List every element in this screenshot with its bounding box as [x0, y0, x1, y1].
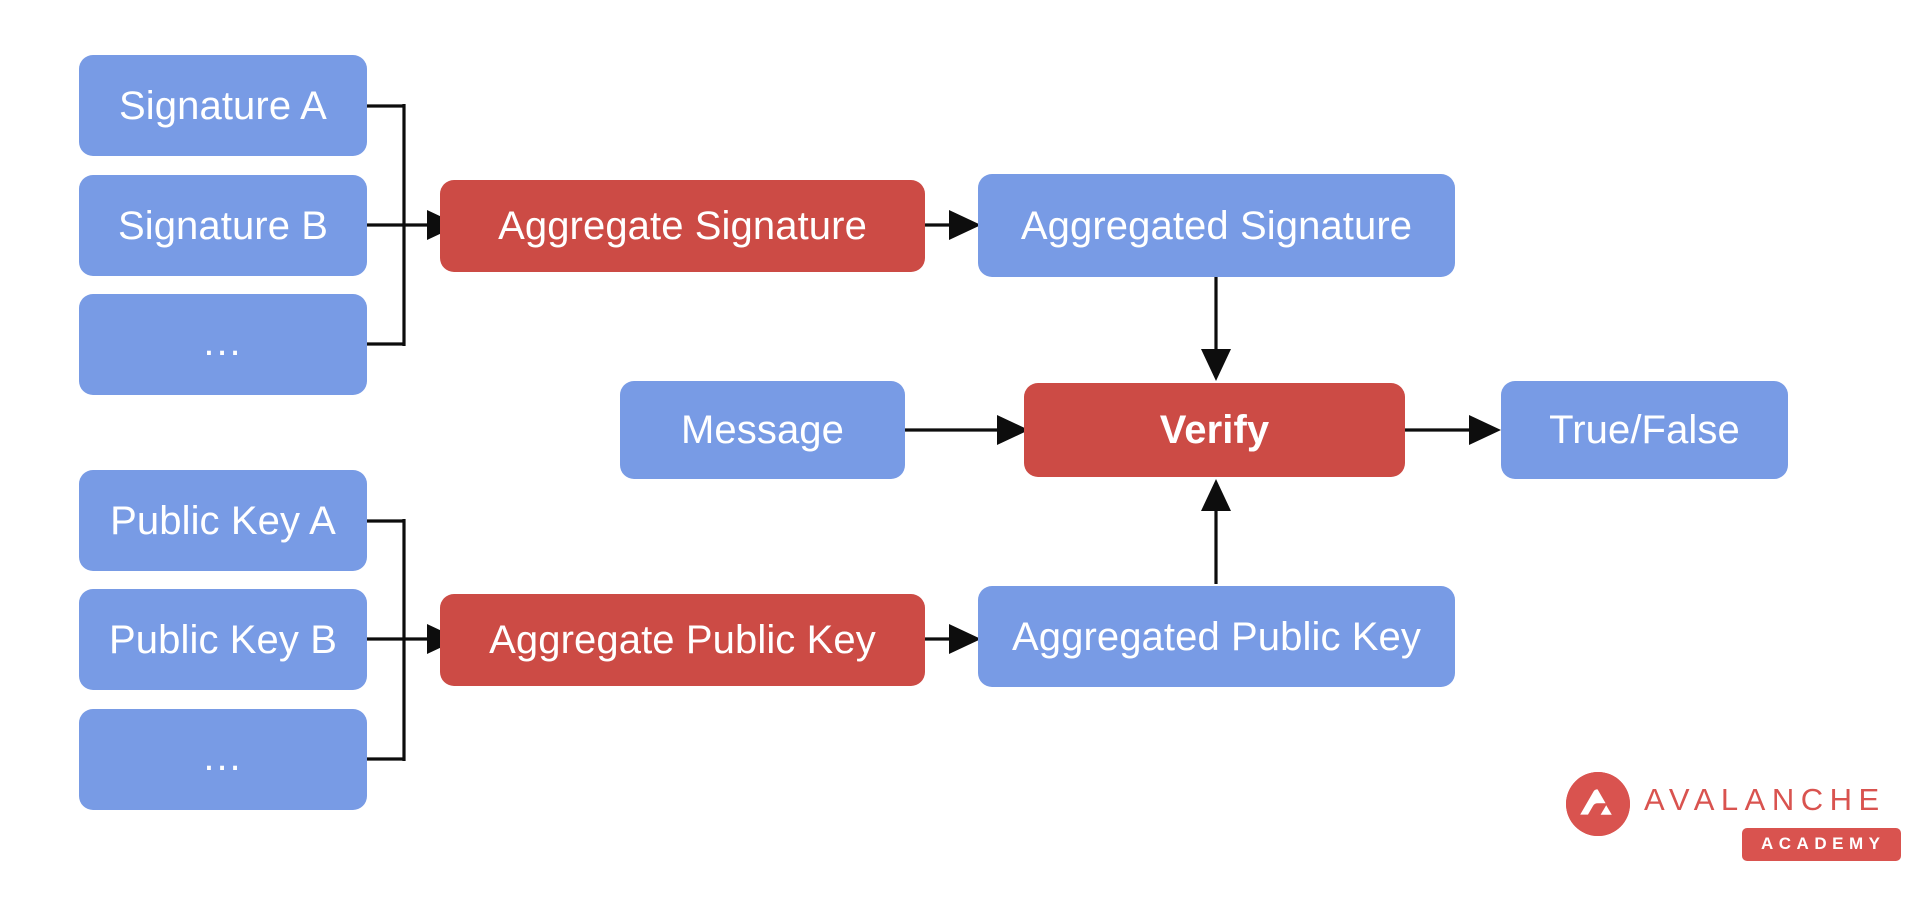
node-result[interactable]: True/False	[1501, 381, 1788, 479]
academy-label: ACADEMY	[1761, 834, 1886, 853]
arrowhead-result	[1469, 415, 1501, 445]
node-public-key-more[interactable]: ...	[79, 709, 367, 810]
arrowhead-aggregated-public-key	[949, 624, 981, 654]
aggregated-publickey-to-verify	[1201, 479, 1231, 584]
aggregated-signature-to-verify	[1201, 276, 1231, 381]
node-signature-a[interactable]: Signature A	[79, 55, 367, 156]
node-message[interactable]: Message	[620, 381, 905, 479]
node-verify[interactable]: Verify	[1024, 383, 1405, 477]
message-to-verify	[905, 415, 1029, 445]
arrowhead-aggregated-signature	[949, 210, 981, 240]
node-signature-b[interactable]: Signature B	[79, 175, 367, 276]
academy-badge: ACADEMY	[1742, 828, 1902, 861]
node-signature-more[interactable]: ...	[79, 294, 367, 395]
node-aggregate-signature[interactable]: Aggregate Signature	[440, 180, 925, 272]
aggregate-to-aggregated-public-key	[925, 624, 981, 654]
avalanche-logo-icon	[1566, 772, 1630, 836]
node-public-key-b[interactable]: Public Key B	[79, 589, 367, 690]
node-aggregate-public-key[interactable]: Aggregate Public Key	[440, 594, 925, 686]
avalanche-academy-logo: AVALANCHE ACADEMY	[1566, 768, 1902, 868]
avalanche-wordmark: AVALANCHE	[1644, 782, 1886, 817]
verify-to-result	[1405, 415, 1501, 445]
node-aggregated-public-key[interactable]: Aggregated Public Key	[978, 586, 1455, 687]
node-public-key-a[interactable]: Public Key A	[79, 470, 367, 571]
arrowhead-verify-bottom	[1201, 479, 1231, 511]
node-aggregated-signature[interactable]: Aggregated Signature	[978, 174, 1455, 277]
aggregate-to-aggregated-signature	[925, 210, 981, 240]
arrowhead-verify-top	[1201, 349, 1231, 381]
